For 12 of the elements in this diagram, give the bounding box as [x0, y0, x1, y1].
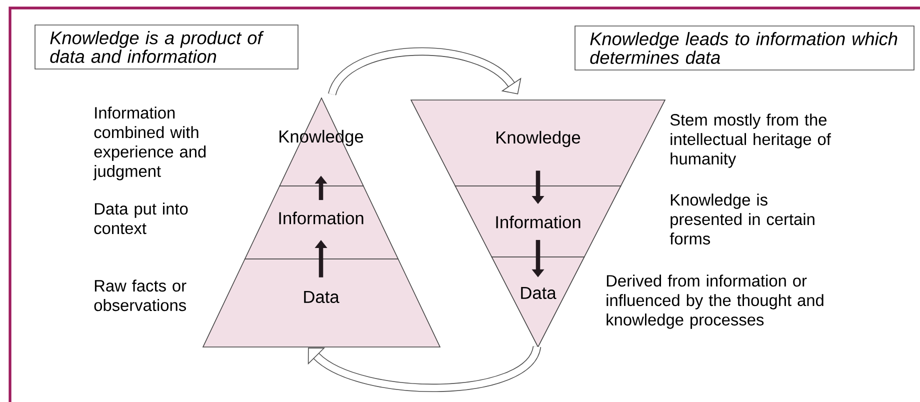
caption-box: Knowledge leads to information which determines data [574, 26, 914, 70]
side-note: Knowledge is presented in certain forms [670, 194, 814, 245]
side-note: Raw facts or observations [94, 280, 186, 312]
side-note: Stem mostly from the intellectual heritage of humanity [670, 114, 831, 168]
arrow [328, 47, 522, 96]
pyramid-layer: Information [454, 186, 622, 258]
arrow [308, 345, 541, 392]
side-note: Derived from information or influenced by the thought and knowledge processes [606, 274, 824, 329]
side-note: Data put into context [94, 202, 188, 234]
pyramid-layer: Information [244, 186, 399, 260]
caption-box: Knowledge is a product of data and information [34, 24, 298, 70]
side-note: Information combined with experience and judgment [93, 106, 206, 180]
